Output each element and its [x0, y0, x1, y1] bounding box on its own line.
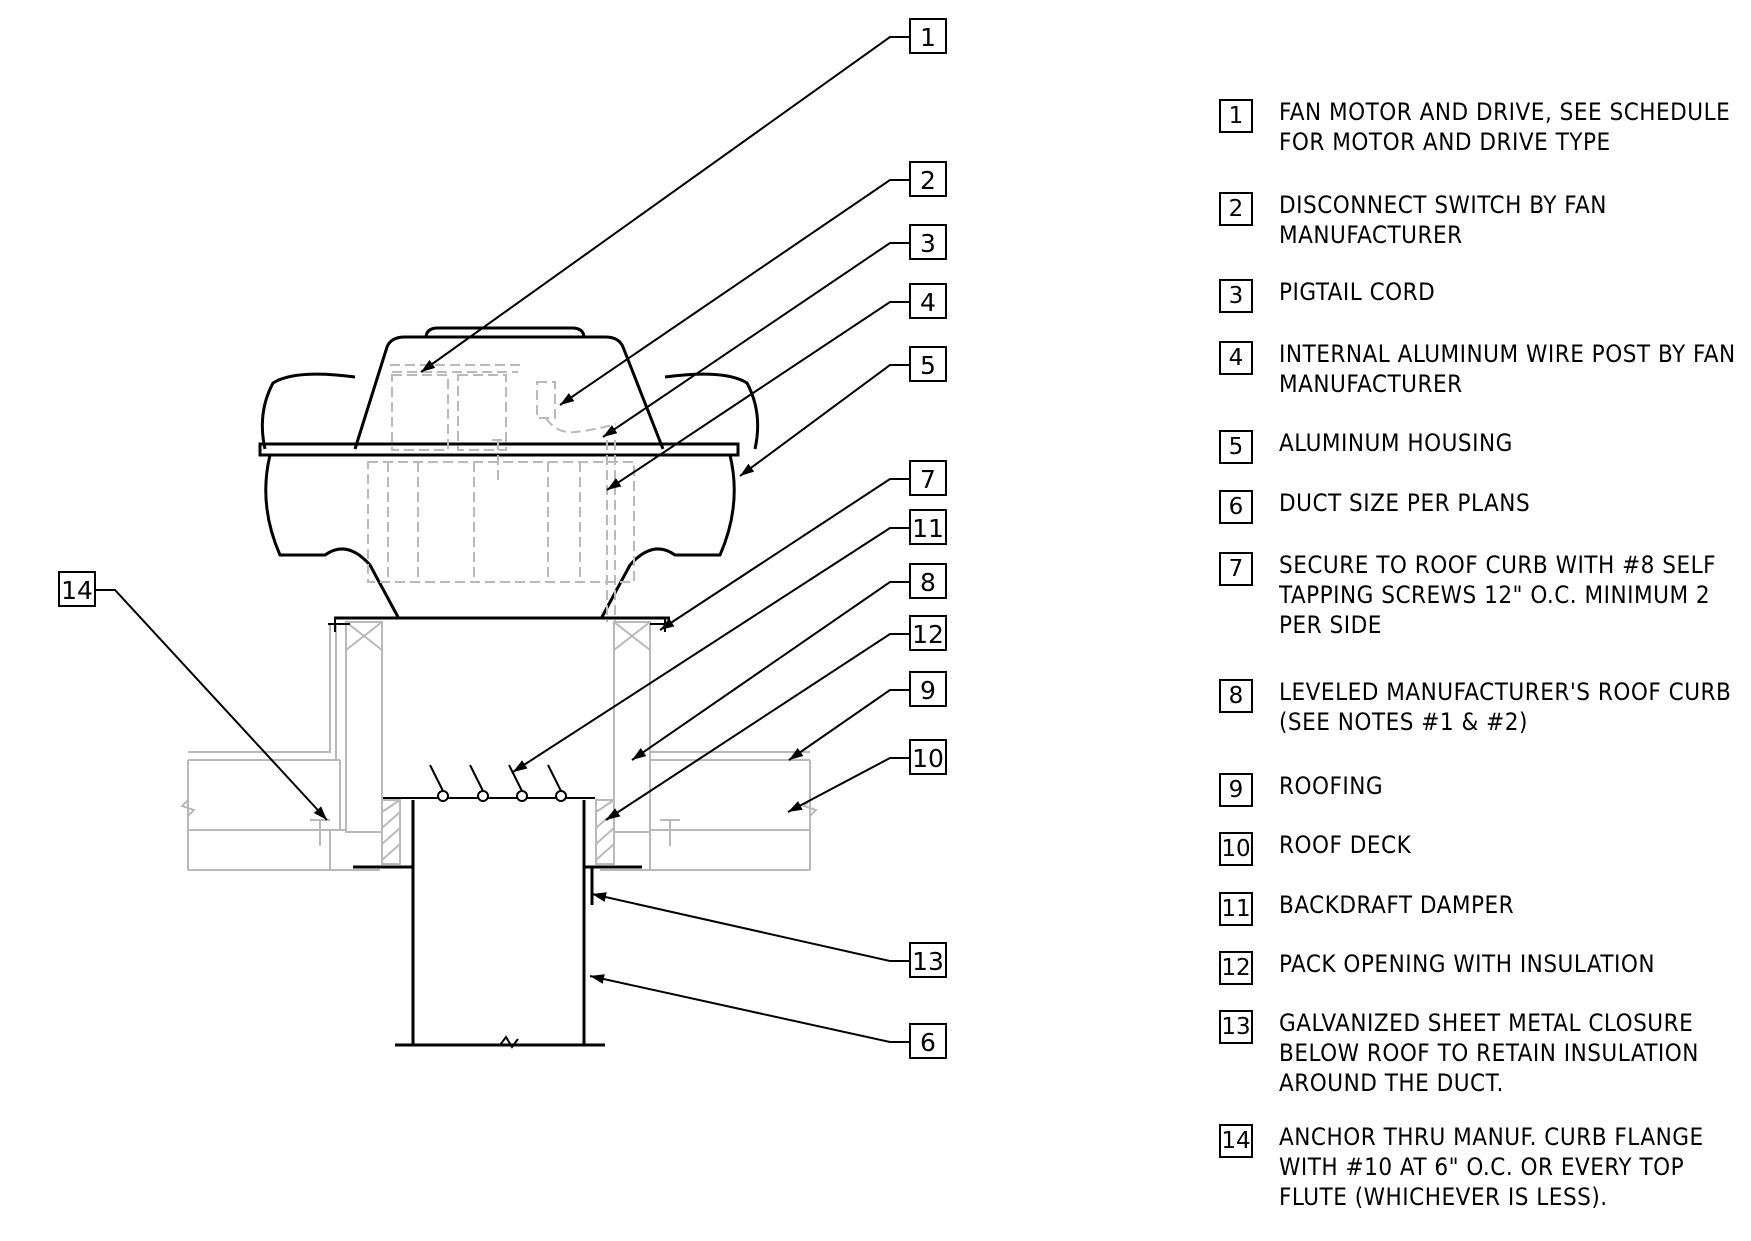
svg-text:6: 6	[920, 1028, 936, 1057]
roof-deck	[180, 759, 818, 871]
note-number-tag: 10	[1219, 832, 1253, 866]
svg-text:4: 4	[920, 288, 936, 317]
note-item-8: 8 LEVELED MANUFACTURER'S ROOF CURB (SEE N…	[1219, 677, 1751, 737]
note-number-tag: 14	[1219, 1124, 1253, 1158]
note-item-9: 9 ROOFING	[1219, 771, 1751, 807]
note-text: ALUMINUM HOUSING	[1279, 429, 1513, 457]
note-number-tag: 2	[1219, 192, 1253, 226]
note-number-tag: 8	[1219, 679, 1253, 713]
note-item-3: 3 PIGTAIL CORD	[1219, 277, 1751, 313]
callout-tag-14: 14	[58, 571, 96, 607]
svg-text:8: 8	[920, 568, 936, 597]
note-item-1: 1 FAN MOTOR AND DRIVE, SEE SCHEDULE FOR M…	[1219, 97, 1751, 157]
note-number-tag: 6	[1219, 490, 1253, 524]
svg-text:7: 7	[920, 465, 936, 494]
note-item-4: 4 INTERNAL ALUMINUM WIRE POST BY FAN MANU…	[1219, 339, 1751, 399]
callout-tags: 1 2 3 4 5 7 11 8	[58, 18, 947, 1059]
callout-tag-1: 1	[909, 18, 947, 54]
note-number-tag: 12	[1219, 951, 1253, 985]
roofing-membrane	[188, 625, 810, 761]
callout-leaders	[95, 36, 910, 1043]
note-number-tag: 4	[1219, 341, 1253, 375]
callout-tag-12: 12	[909, 615, 947, 651]
note-item-12: 12 PACK OPENING WITH INSULATION	[1219, 949, 1751, 985]
svg-text:13: 13	[912, 947, 944, 976]
note-number-tag: 9	[1219, 773, 1253, 807]
callout-tag-5: 5	[909, 346, 947, 382]
note-number-tag: 5	[1219, 430, 1253, 464]
note-text: ROOFING	[1279, 772, 1384, 800]
callout-tag-2: 2	[909, 161, 947, 197]
note-number-tag: 7	[1219, 552, 1253, 586]
note-text: PIGTAIL CORD	[1279, 278, 1436, 306]
svg-text:12: 12	[912, 620, 944, 649]
note-item-6: 6 DUCT SIZE PER PLANS	[1219, 488, 1751, 524]
note-item-10: 10 ROOF DECK	[1219, 830, 1751, 866]
note-item-11: 11 BACKDRAFT DAMPER	[1219, 890, 1751, 926]
note-item-13: 13 GALVANIZED SHEET METAL CLOSURE BELOW R…	[1219, 1008, 1751, 1098]
note-number-tag: 1	[1219, 99, 1253, 133]
note-item-7: 7 SECURE TO ROOF CURB WITH #8 SELF TAPPIN…	[1219, 550, 1751, 640]
callout-tag-13: 13	[909, 942, 947, 978]
note-item-2: 2 DISCONNECT SWITCH BY FAN MANUFACTURER	[1219, 190, 1751, 250]
svg-text:2: 2	[920, 166, 936, 195]
svg-text:5: 5	[920, 351, 936, 380]
note-text: BACKDRAFT DAMPER	[1279, 891, 1515, 919]
svg-text:1: 1	[920, 23, 936, 52]
callout-tag-7: 7	[909, 460, 947, 496]
svg-text:10: 10	[912, 744, 944, 773]
note-text: SECURE TO ROOF CURB WITH #8 SELF TAPPING…	[1279, 551, 1717, 639]
callout-tag-11: 11	[909, 509, 947, 545]
callout-tag-9: 9	[909, 671, 947, 707]
note-text: FAN MOTOR AND DRIVE, SEE SCHEDULE FOR MO…	[1279, 98, 1731, 156]
note-text: ROOF DECK	[1279, 831, 1412, 859]
callout-tag-3: 3	[909, 224, 947, 260]
note-item-5: 5 ALUMINUM HOUSING	[1219, 428, 1751, 464]
svg-text:14: 14	[61, 576, 93, 605]
note-item-14: 14 ANCHOR THRU MANUF. CURB FLANGE WITH #1…	[1219, 1122, 1751, 1212]
svg-text:11: 11	[912, 514, 944, 543]
callout-tag-4: 4	[909, 283, 947, 319]
svg-text:3: 3	[920, 229, 936, 258]
note-number-tag: 11	[1219, 892, 1253, 926]
note-number-tag: 13	[1219, 1010, 1253, 1044]
note-text: ANCHOR THRU MANUF. CURB FLANGE WITH #10 …	[1279, 1123, 1704, 1211]
note-number-tag: 3	[1219, 279, 1253, 313]
svg-text:9: 9	[920, 676, 936, 705]
note-text: PACK OPENING WITH INSULATION	[1279, 950, 1656, 978]
fan-assembly	[258, 326, 760, 632]
callout-tag-6: 6	[909, 1023, 947, 1059]
backdraft-damper	[383, 764, 595, 802]
callout-tag-8: 8	[909, 563, 947, 599]
note-text: DUCT SIZE PER PLANS	[1279, 489, 1531, 517]
callout-tag-10: 10	[909, 739, 947, 775]
note-text: INTERNAL ALUMINUM WIRE POST BY FAN MANUF…	[1279, 340, 1736, 398]
note-text: GALVANIZED SHEET METAL CLOSURE BELOW ROO…	[1279, 1009, 1699, 1097]
note-text: LEVELED MANUFACTURER'S ROOF CURB (SEE NO…	[1279, 678, 1732, 736]
roof-curb	[334, 616, 670, 865]
note-text: DISCONNECT SWITCH BY FAN MANUFACTURER	[1279, 191, 1607, 249]
